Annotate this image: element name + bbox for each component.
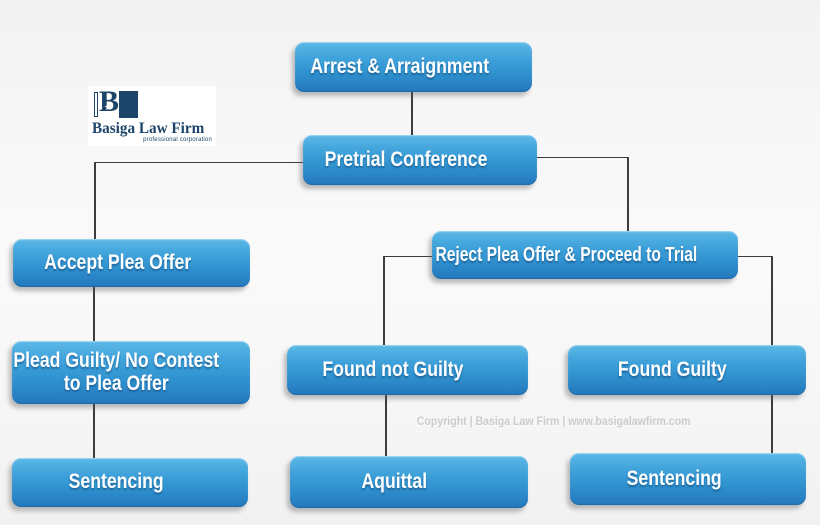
node-label: Aquittal [361, 469, 428, 493]
edge-pretrial-accept-v [94, 162, 96, 240]
edge-foundguilty-sentencing [771, 395, 773, 454]
edge-reject-foundnotguilty-v [383, 256, 385, 346]
node-label: Sentencing [68, 470, 164, 494]
node-accept-plea-offer: Accept Plea Offer [13, 239, 250, 287]
monogram-square [119, 91, 138, 118]
edge-accept-plead [93, 287, 95, 342]
node-label: Found Guilty [618, 357, 728, 381]
logo-firm-name: Basiga Law Firm [92, 120, 205, 137]
node-reject-plea-offer: Reject Plea Offer & Proceed to Trial [432, 231, 738, 279]
basiga-monogram-icon: B ★ [94, 87, 138, 118]
basiga-law-firm-logo: B ★ Basiga Law Firm professional corpora… [88, 86, 216, 146]
node-label: Arrest & Arraignment [309, 54, 489, 78]
edge-reject-foundguilty-v [771, 256, 773, 346]
edge-pretrial-reject-v [627, 157, 629, 231]
copyright-watermark: Copyright | Basiga Law Firm | www.basiga… [416, 414, 691, 428]
edge-plead-sentencing [93, 403, 95, 459]
node-arrest-arraignment: Arrest & Arraignment [295, 42, 532, 92]
node-label: Sentencing [626, 466, 722, 490]
logo-tagline: professional corporation [143, 137, 212, 143]
node-pretrial-conference: Pretrial Conference [303, 135, 537, 185]
node-found-not-guilty: Found not Guilty [287, 345, 528, 395]
monogram-bar [94, 92, 98, 117]
node-found-guilty: Found Guilty [568, 345, 806, 395]
node-sentencing-left: Sentencing [12, 458, 248, 507]
node-aquittal: Aquittal [290, 456, 528, 508]
star-icon: ★ [104, 102, 113, 112]
node-sentencing-right: Sentencing [570, 453, 806, 505]
node-label: Pretrial Conference [324, 147, 488, 171]
monogram-letter: B [99, 85, 120, 118]
node-plead-guilty-no-contest: Plead Guilty/ No Contest to Plea Offer [12, 341, 250, 404]
node-label: Found not Guilty [322, 357, 464, 381]
edge-reject-foundguilty-h [738, 256, 772, 257]
edge-arrest-pretrial [411, 92, 413, 135]
edge-foundnotguilty-aquittal [385, 395, 387, 457]
edge-pretrial-reject-h [537, 157, 628, 158]
edge-pretrial-accept-h [95, 162, 303, 163]
edge-reject-foundnotguilty-h [383, 256, 432, 257]
node-label: Reject Plea Offer & Proceed to Trial [435, 243, 698, 266]
node-label: Plead Guilty/ No Contest to Plea Offer [13, 349, 220, 395]
node-label: Accept Plea Offer [43, 250, 191, 274]
